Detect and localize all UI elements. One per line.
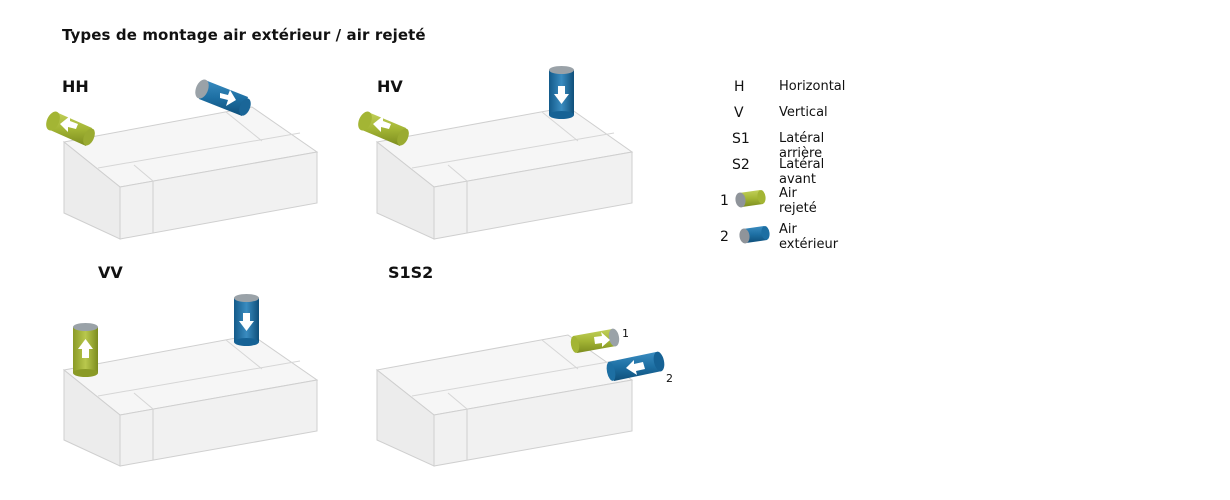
legend-code-s1: S1	[732, 131, 750, 147]
hv-exhaust-duct-icon	[358, 111, 409, 146]
s1s2-marker-1: 1	[622, 327, 629, 340]
hv-outdoor-duct-icon	[549, 66, 574, 119]
s1s2-outdoor-duct-icon	[606, 351, 665, 381]
legend-code-s2: S2	[732, 157, 750, 173]
green-duct-icon	[735, 190, 766, 208]
vv-exhaust-duct-icon	[73, 323, 98, 377]
legend-desc-2: Air extérieur	[779, 222, 839, 252]
hh-exhaust-duct-icon	[46, 111, 95, 146]
unit-s1s2	[375, 334, 634, 467]
unit-hh	[62, 106, 319, 240]
legend-desc-h: Horizontal	[779, 79, 846, 94]
legend-desc-s1: Latéral arrière	[779, 131, 825, 161]
diagram-label-hh: HH	[62, 77, 89, 96]
hh-outdoor-duct-icon	[195, 79, 251, 116]
units-diagram	[46, 66, 665, 467]
legend-desc-1: Air rejeté	[779, 186, 817, 216]
legend-code-1: 1	[720, 193, 729, 209]
diagram-label-hv: HV	[377, 77, 403, 96]
s1s2-exhaust-duct-icon	[570, 328, 620, 353]
diagram-label-s1s2: S1S2	[388, 263, 434, 282]
s1s2-marker-2: 2	[666, 372, 673, 385]
vv-outdoor-duct-icon	[234, 294, 259, 346]
legend-desc-s2: Latéral avant	[779, 157, 825, 187]
diagram-label-vv: VV	[98, 263, 123, 282]
legend-code-2: 2	[720, 229, 729, 245]
legend-desc-v: Vertical	[779, 105, 828, 120]
page-title: Types de montage air extérieur / air rej…	[62, 26, 426, 44]
legend-code-v: V	[734, 105, 744, 121]
unit-hv	[375, 106, 634, 240]
blue-duct-icon	[739, 226, 770, 244]
unit-vv	[62, 334, 319, 467]
legend-code-h: H	[734, 79, 745, 95]
